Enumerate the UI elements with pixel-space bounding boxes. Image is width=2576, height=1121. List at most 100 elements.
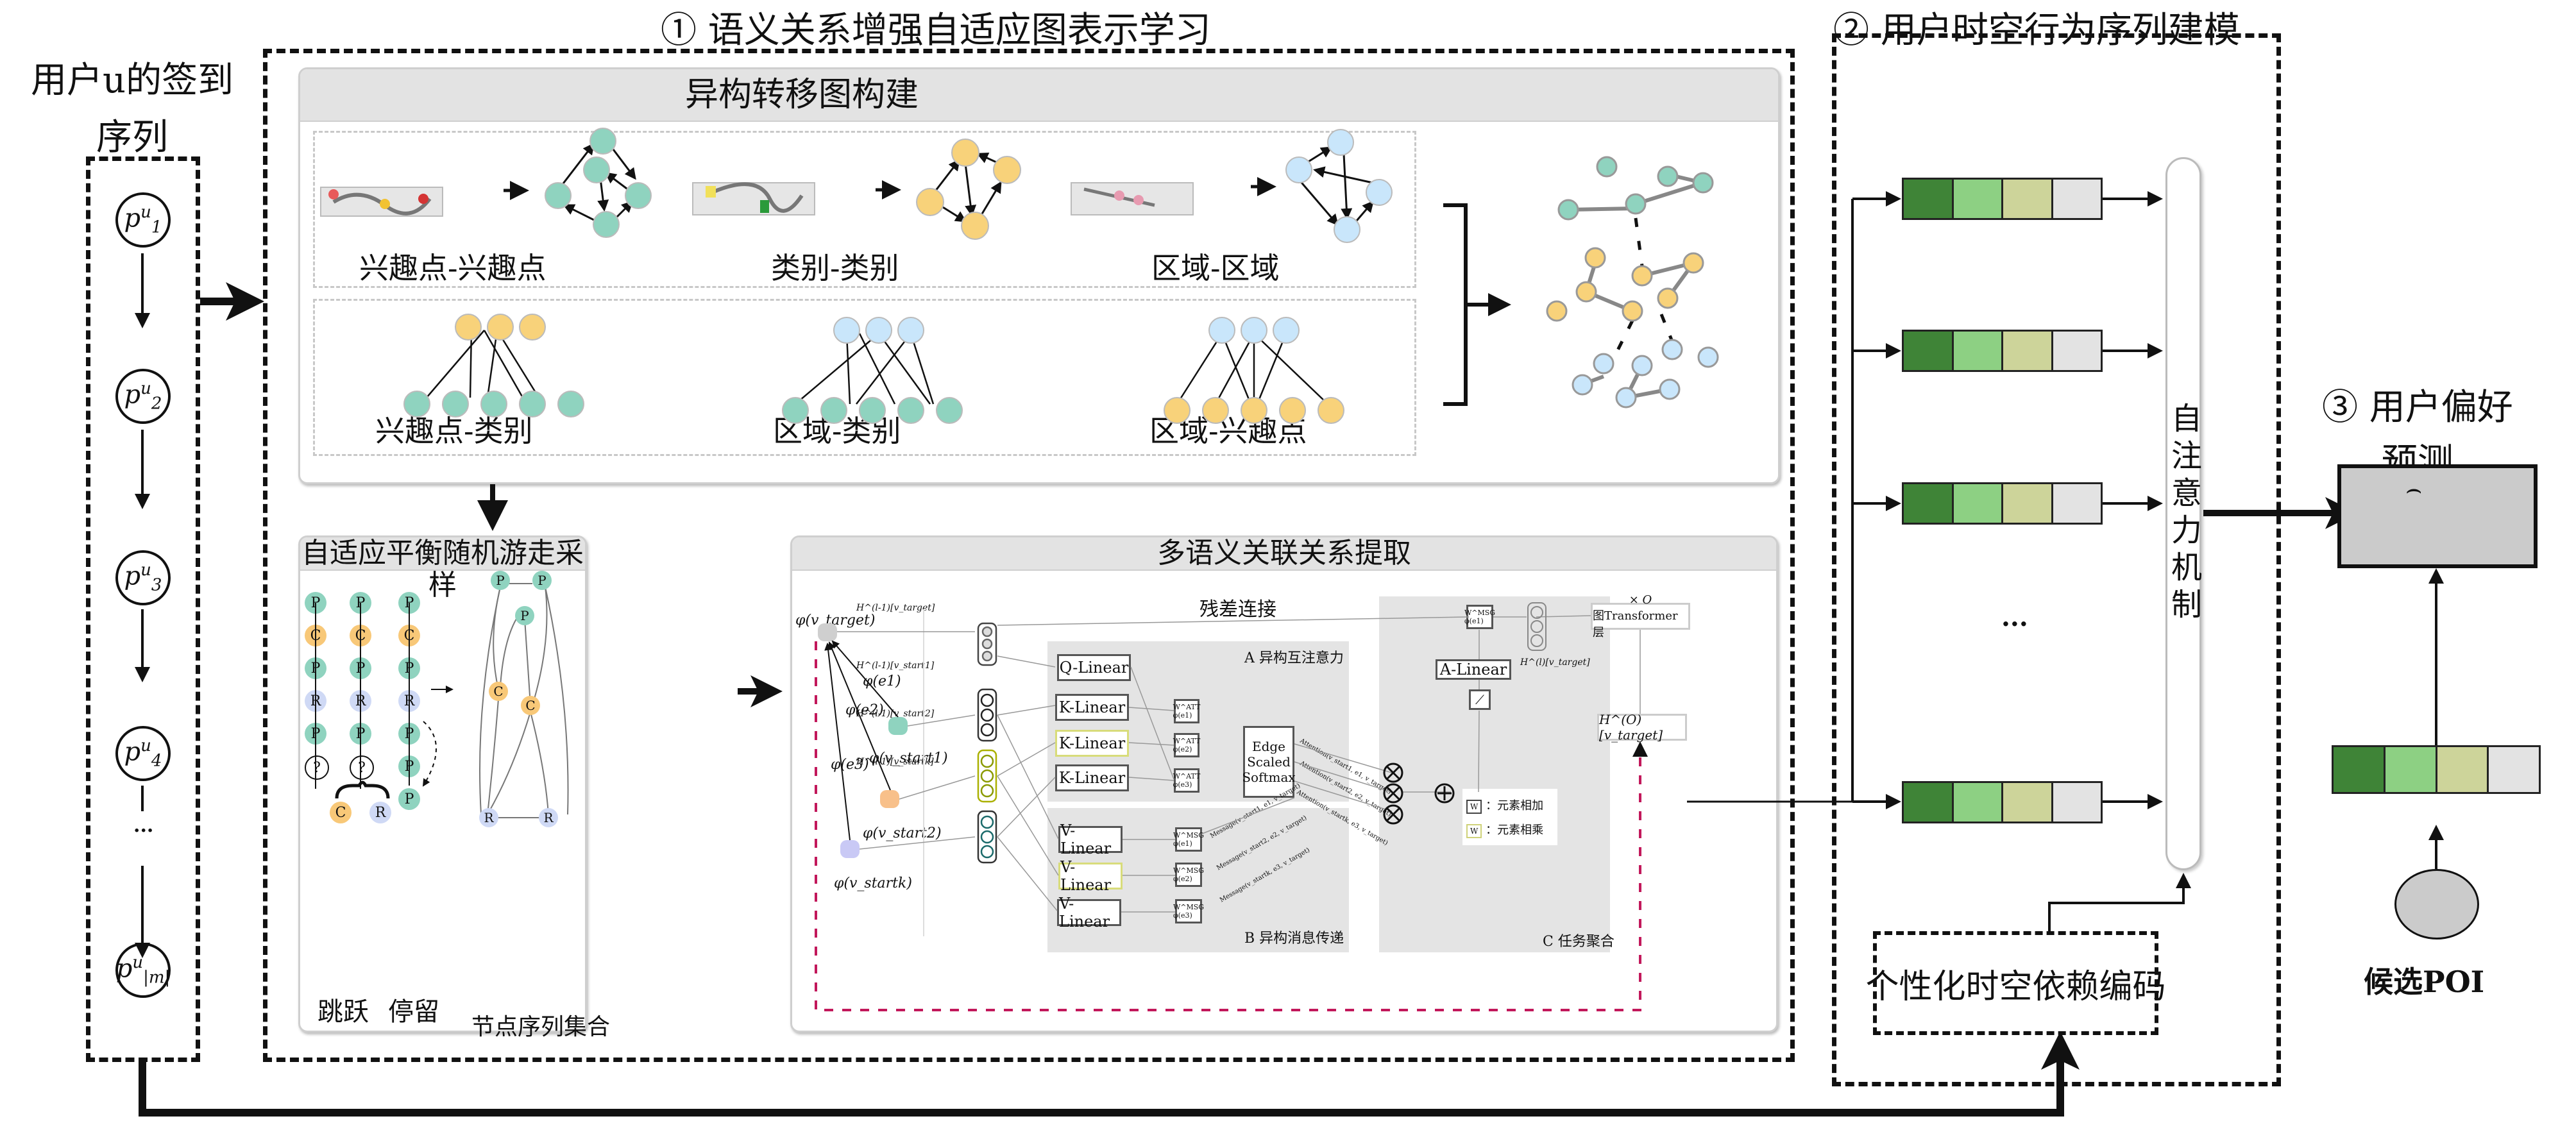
phi-start1-label: φ(v_start1): [869, 750, 948, 766]
label-reg-reg: 区域-区域: [1151, 251, 1280, 285]
behavior-vector-cell: [1953, 332, 2003, 370]
poi-cat-graph: [426, 330, 540, 398]
graph-build-panel: 异构转移图构建: [298, 67, 1780, 484]
relu-box: ⟋: [1469, 689, 1491, 710]
self-attention-block[interactable]: 自注意力机制: [2165, 157, 2201, 870]
phi-startk-label: φ(v_startk): [834, 875, 912, 891]
walk-node: ?: [350, 755, 374, 780]
sequence-ellipsis: ...: [133, 814, 154, 837]
residual-label: 残差连接: [1199, 598, 1276, 621]
prediction-box: ⌢: [2337, 464, 2538, 568]
edge-e1-label: φ(e1): [863, 673, 901, 689]
behavior-vector-cell: [2053, 783, 2101, 822]
legend-add-symbol: W: [1466, 800, 1482, 814]
a-linear-box: A-Linear: [1436, 659, 1511, 680]
set-node: C: [521, 696, 540, 715]
behavior-vector: [1902, 330, 2103, 372]
label-poi-poi: 兴趣点-兴趣点: [359, 251, 547, 285]
k-linear-box-3: K-Linear: [1055, 764, 1129, 791]
section-b-label: B 异构消息传递: [1244, 931, 1344, 947]
hetero-graph-subpanel: [313, 299, 1416, 456]
legend-mul-symbol: W: [1466, 824, 1482, 838]
edge-e3-label: φ(e3): [831, 757, 869, 773]
set-node: P: [491, 571, 510, 590]
k-linear-box-2: K-Linear: [1055, 730, 1129, 757]
softmax-line2: Scaled: [1247, 754, 1291, 770]
w-att-2: W^ATT φ(e2): [1173, 733, 1200, 757]
legend-item-add: W ：元素相加: [1466, 796, 1544, 814]
h-target-label: H^(l-1)[v_target]: [856, 603, 935, 613]
candidate-vector-cell-3: [2437, 747, 2489, 792]
stay-loop: [422, 721, 437, 787]
section3-title-line1: ③ 用户偏好: [2322, 387, 2513, 428]
walk-node: ?: [305, 755, 329, 780]
feature-stacks: [977, 622, 997, 864]
behavior-vector-cell: [1953, 180, 2003, 218]
self-attention-label: 自注意力机制: [2165, 402, 2201, 625]
behavior-vector: [1902, 482, 2103, 525]
phi-start2-label: φ(v_start2): [863, 825, 942, 841]
legend-mul-text: ：元素相乘: [1486, 823, 1544, 837]
w-msg-3: W^MSG φ(e3): [1173, 899, 1204, 923]
w-msg-top: W^MSG φ(e1): [1464, 605, 1495, 629]
sequence-title-line1: 用户u的签到: [31, 60, 234, 101]
set-node: P: [532, 571, 552, 590]
vector-fanout: [1851, 191, 2163, 809]
w-msg-1: W^MSG φ(e1): [1173, 827, 1204, 852]
behavior-vector-cell: [1953, 484, 2003, 523]
reg-reg-nodes: [1285, 129, 1393, 243]
softmax-line1: Edge: [1251, 739, 1286, 754]
behavior-vector-cell: [1904, 783, 1954, 822]
checkin-node: pu4: [115, 726, 171, 781]
node-set-label: 节点序列集合: [471, 1014, 611, 1040]
set-edges: [479, 583, 569, 818]
behavior-vector-cell: [1904, 332, 1954, 370]
candidate-vector: [2332, 745, 2541, 794]
legend-add-text: ：元素相加: [1486, 799, 1544, 813]
section-a-label: A 异构互注意力: [1244, 650, 1344, 666]
set-node: R: [539, 808, 558, 827]
behavior-vector-cell: [2053, 484, 2101, 523]
multi-semantic-header: 多语义关联关系提取: [792, 537, 1776, 571]
behavior-vector-cell: [2003, 180, 2053, 218]
legend-item-mul: W ：元素相乘: [1466, 821, 1543, 838]
candidate-vector-cell-4: [2489, 747, 2539, 792]
section2-box: [1832, 33, 2281, 1086]
feature-links: [837, 615, 1641, 913]
layers-count: × O: [1629, 593, 1652, 607]
transformer-layer-box: × O 图Transformer层: [1591, 593, 1690, 639]
section1-title: ① 语义关系增强自适应图表示学习: [661, 10, 1211, 51]
poi-poi-nodes: [545, 128, 652, 238]
random-walk-panel: 自适应平衡随机游走采样: [298, 535, 587, 1032]
choice-brace: [335, 780, 390, 799]
behavior-vector: [1902, 178, 2103, 220]
choice-node: C: [330, 802, 352, 823]
reg-poi-graph: [1176, 333, 1328, 405]
label-poi-cat: 兴趣点-类别: [375, 414, 533, 448]
candidate-vector-cell-1: [2334, 747, 2385, 792]
legend-box: W ：元素相加 W ：元素相乘: [1462, 789, 1557, 845]
poi-cat-nodes: [403, 314, 584, 417]
merged-graph-nodes: [1546, 156, 1719, 409]
k-linear-box-1: K-Linear: [1055, 694, 1129, 721]
walk-links: [315, 603, 410, 789]
output-stack: [1527, 602, 1546, 651]
behavior-vector-cell: [1904, 180, 1954, 218]
checkin-node: pu3: [115, 550, 171, 605]
q-linear-box: Q-Linear: [1057, 654, 1131, 681]
output-box: H^(O)[v_target]: [1597, 712, 1687, 743]
random-walk-header: 自适应平衡随机游走采样: [300, 537, 585, 602]
candidate-poi-node[interactable]: [2394, 869, 2479, 940]
walk-node: P: [398, 788, 420, 810]
behavior-vector-cell: [1904, 484, 1954, 523]
section1-box: [263, 49, 1795, 1062]
sequence-title-line2: 序列: [96, 117, 169, 158]
cat-cat-graph: [932, 153, 1002, 223]
encoding-box[interactable]: 个性化时空依赖编码: [1866, 931, 2166, 1035]
reg-poi-nodes: [1164, 317, 1344, 424]
layer-label: 图Transformer层: [1593, 609, 1678, 639]
